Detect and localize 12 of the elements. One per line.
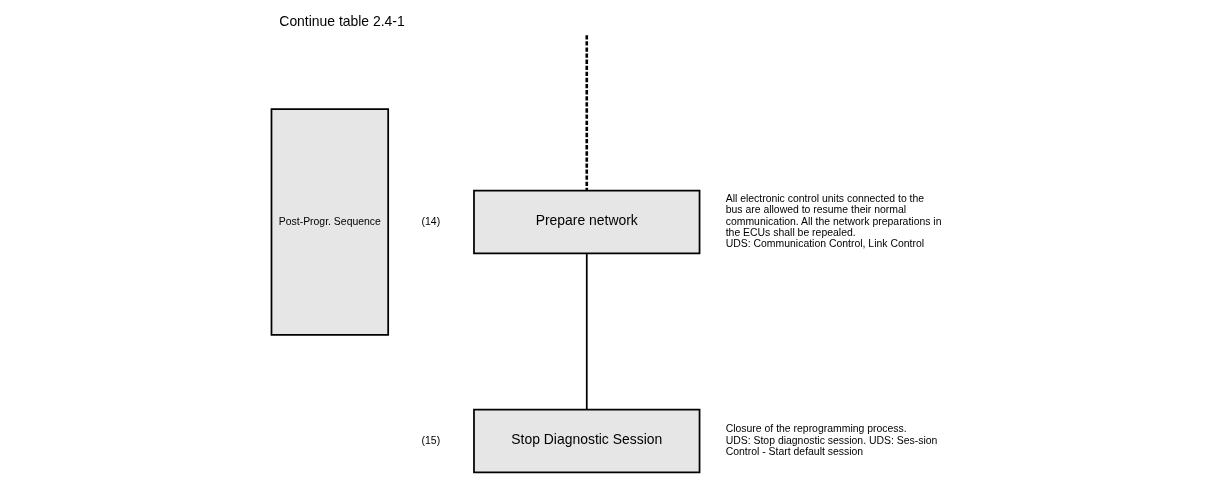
node-label: Closure of the reprogramming process. <box>725 423 907 435</box>
node-box: Post-Progr. Sequence <box>270 108 390 336</box>
node-label: UDS: Communication Control, Link Control <box>725 238 925 250</box>
node-label: UDS: Stop diagnostic session. UDS: Ses-sion Control - Start default session <box>725 434 938 458</box>
node-label: (15) <box>421 434 441 446</box>
connector <box>585 252 588 411</box>
connector <box>585 35 589 191</box>
diagram-title: Continue table 2.4-1 <box>279 13 405 30</box>
node-box: Prepare network <box>473 189 701 255</box>
node-box: Stop Diagnostic Session <box>473 408 701 474</box>
node-label: (14) <box>421 215 441 227</box>
node-label: All electronic control units connected to the bus are allowed to resume their normal communication. All the network preparations in the ECUs shall be repealed. <box>725 193 942 238</box>
